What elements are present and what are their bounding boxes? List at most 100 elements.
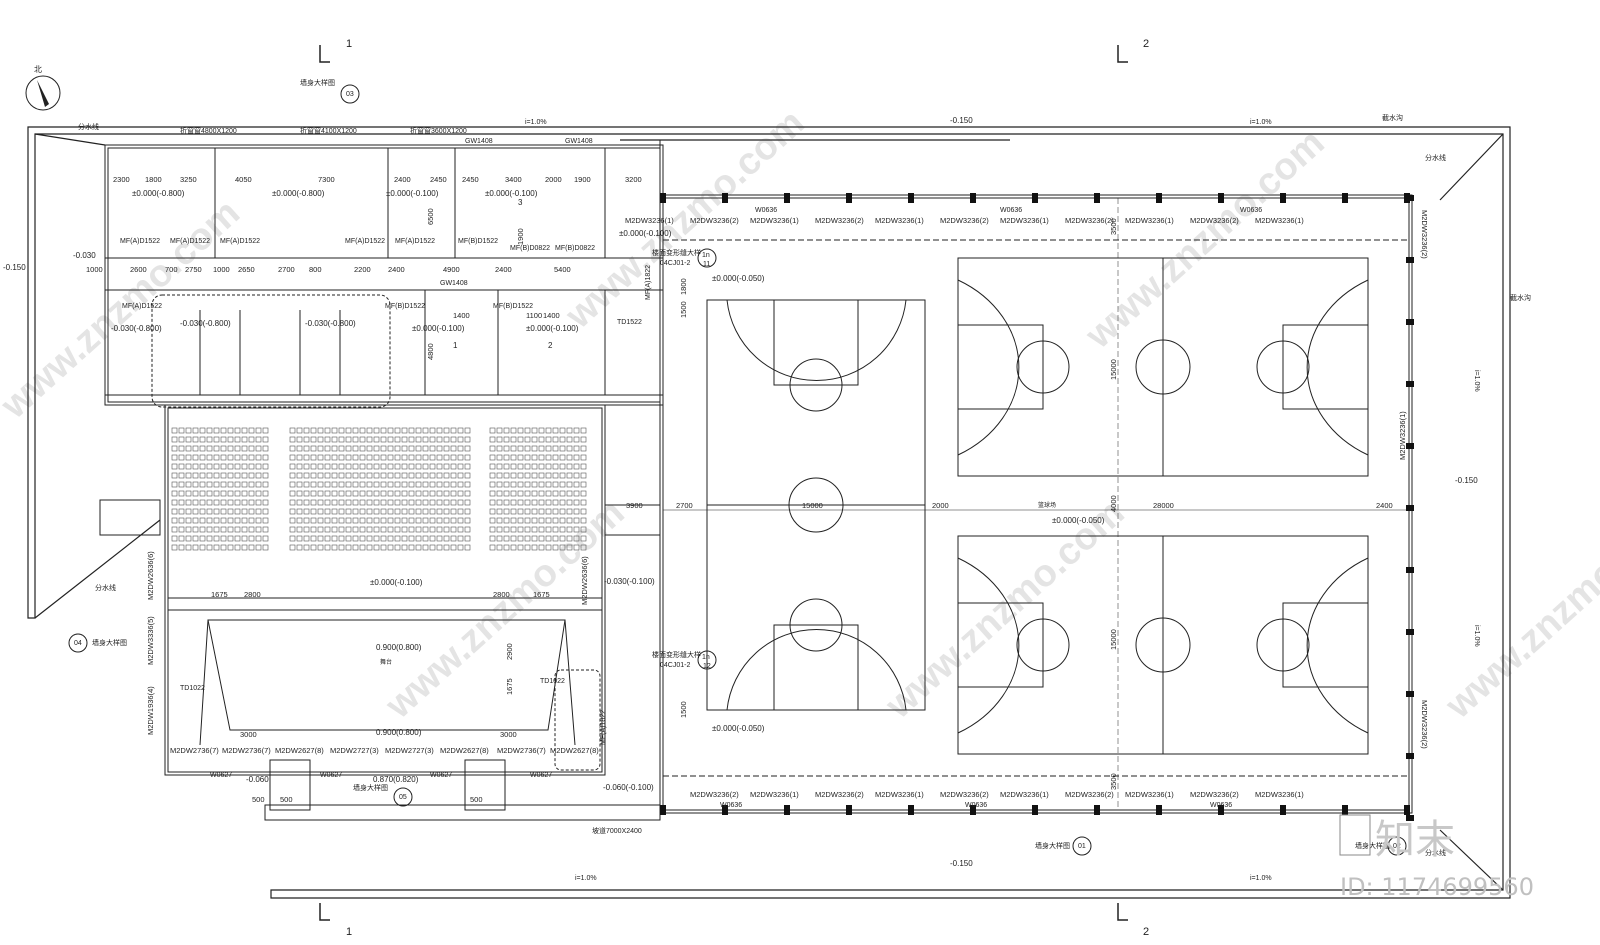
detail-ref-text-3: 墙身大样图	[353, 783, 388, 792]
seat	[496, 544, 503, 551]
seat	[380, 463, 387, 470]
slope-bottom-a: i=1.0%	[575, 875, 597, 882]
seat	[345, 436, 352, 443]
seat	[220, 463, 227, 470]
section-mark-2-top: 2	[1143, 38, 1149, 50]
seat	[545, 544, 552, 551]
svg-text:2000: 2000	[545, 175, 562, 184]
seat	[457, 508, 464, 515]
drain-label-f: 分水线	[1425, 848, 1446, 857]
seat	[573, 472, 580, 479]
seat	[359, 535, 366, 542]
seat	[408, 463, 415, 470]
seat	[262, 436, 269, 443]
seat	[345, 445, 352, 452]
seat	[255, 463, 262, 470]
svg-text:1675: 1675	[505, 678, 514, 695]
seat	[324, 499, 331, 506]
seat	[415, 535, 422, 542]
seat	[538, 463, 545, 470]
seat	[524, 454, 531, 461]
seat	[457, 454, 464, 461]
seat	[373, 517, 380, 524]
basketball-court-vertical	[706, 299, 926, 711]
seat	[538, 481, 545, 488]
svg-text:M2DW3236(1): M2DW3236(1)	[750, 216, 799, 225]
seat	[415, 472, 422, 479]
seat	[573, 481, 580, 488]
seat	[457, 445, 464, 452]
seat	[580, 508, 587, 515]
seat	[538, 517, 545, 524]
svg-text:3200: 3200	[625, 175, 642, 184]
seat	[429, 436, 436, 443]
svg-text:7300: 7300	[318, 175, 335, 184]
seat	[450, 535, 457, 542]
seat	[380, 544, 387, 551]
seat	[415, 526, 422, 533]
svg-text:500: 500	[470, 795, 483, 804]
seat	[394, 535, 401, 542]
seat	[436, 499, 443, 506]
seat	[503, 517, 510, 524]
seat	[531, 508, 538, 515]
level-lobby: ±0.000(-0.100)	[619, 229, 672, 238]
seat	[552, 445, 559, 452]
gym-bottom-door-codes: M2DW3236(2) M2DW3236(1) M2DW3236(2) M2DW…	[690, 790, 1304, 799]
seat	[545, 427, 552, 434]
seat	[580, 499, 587, 506]
svg-text:2800: 2800	[244, 590, 261, 599]
seat	[206, 490, 213, 497]
seat	[248, 526, 255, 533]
seat	[234, 517, 241, 524]
seat	[373, 427, 380, 434]
seat	[199, 544, 206, 551]
seat	[573, 499, 580, 506]
seat	[415, 481, 422, 488]
seat	[380, 427, 387, 434]
seat	[213, 463, 220, 470]
site-boundary	[27, 126, 1511, 899]
seat	[345, 535, 352, 542]
seat	[464, 490, 471, 497]
seat	[566, 526, 573, 533]
seat	[248, 490, 255, 497]
seat	[206, 535, 213, 542]
seat	[422, 436, 429, 443]
pillar	[908, 193, 914, 203]
seat	[338, 454, 345, 461]
seat	[559, 508, 566, 515]
seat	[296, 481, 303, 488]
seat	[338, 472, 345, 479]
seat	[262, 445, 269, 452]
pillar	[1156, 193, 1162, 203]
seat	[338, 445, 345, 452]
seat	[401, 454, 408, 461]
seat	[450, 472, 457, 479]
seat	[401, 463, 408, 470]
seat	[559, 445, 566, 452]
seat	[496, 445, 503, 452]
svg-text:2700: 2700	[676, 501, 693, 510]
seat	[573, 517, 580, 524]
seat	[255, 508, 262, 515]
seat	[338, 535, 345, 542]
basketball-court-top	[957, 257, 1369, 477]
detail-ref-04: 04	[74, 640, 82, 647]
seat	[517, 526, 524, 533]
seat	[559, 463, 566, 470]
svg-text:W0627: W0627	[430, 772, 452, 779]
seat	[443, 490, 450, 497]
seat	[317, 427, 324, 434]
seat	[559, 535, 566, 542]
seat	[524, 517, 531, 524]
seat	[566, 490, 573, 497]
pillar	[1094, 805, 1100, 815]
svg-text:M2DW3236(1): M2DW3236(1)	[1125, 790, 1174, 799]
seat	[206, 481, 213, 488]
seat	[171, 508, 178, 515]
seat	[415, 508, 422, 515]
seat	[394, 445, 401, 452]
svg-text:M2DW1936(4): M2DW1936(4)	[146, 686, 155, 735]
